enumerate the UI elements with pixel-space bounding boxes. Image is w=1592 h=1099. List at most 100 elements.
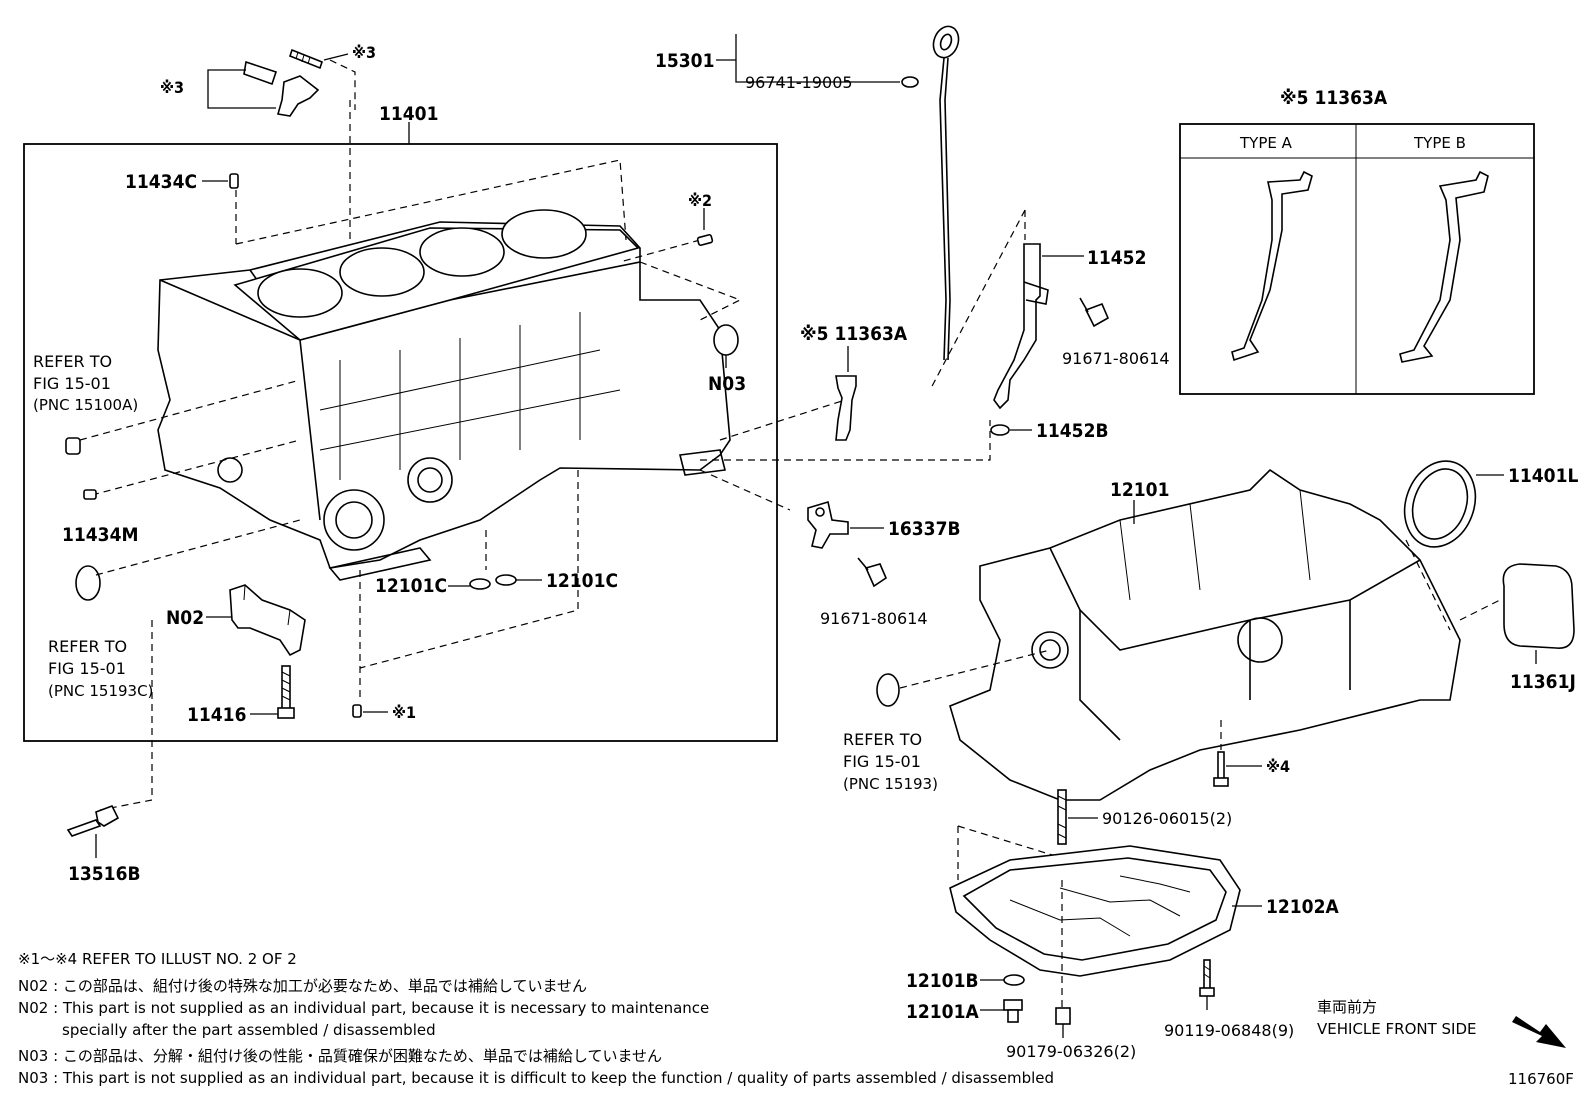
oil-seal-11401l[interactable] <box>1393 451 1487 557</box>
type-b-label: TYPE B <box>1413 134 1466 152</box>
callout-16337b[interactable]: 16337B <box>888 518 961 540</box>
direction-en: VEHICLE FRONT SIDE <box>1317 1020 1477 1038</box>
svg-text:(PNC 15193): (PNC 15193) <box>843 775 938 793</box>
svg-text:FIG 15-01: FIG 15-01 <box>48 659 126 678</box>
cylinder-bore-2 <box>339 247 425 297</box>
pin-11434m-upper[interactable] <box>65 437 81 455</box>
svg-text:FIG 15-01: FIG 15-01 <box>843 752 921 771</box>
drain-plug-12101a[interactable] <box>1003 999 1023 1023</box>
callout-15301[interactable]: 15301 <box>655 50 714 72</box>
callout-90179[interactable]: 90179-06326(2) <box>1006 1042 1136 1061</box>
o-ring-96741[interactable] <box>901 76 919 88</box>
svg-text:(PNC 15193C): (PNC 15193C) <box>48 682 153 700</box>
gasket-12101b[interactable] <box>1003 974 1025 986</box>
svg-text:(PNC 15100A): (PNC 15100A) <box>33 396 138 414</box>
footnotes: ※1～※4 REFER TO ILLUST NO. 2 OF 2 N02 : こ… <box>18 950 1054 1087</box>
front-arrow-icon <box>1512 1016 1566 1048</box>
svg-text:N03 : この部品は、分解・組付け後の性能・品質確保が困難: N03 : この部品は、分解・組付け後の性能・品質確保が困難なため、単品では補給… <box>18 1047 662 1065</box>
callout-ref2[interactable]: ※2 <box>688 191 712 210</box>
svg-text:specially after the part assem: specially after the part assembled / dis… <box>62 1021 436 1039</box>
svg-text:REFER TO: REFER TO <box>33 352 112 371</box>
bracket-16337b[interactable] <box>807 500 849 549</box>
callout-91671-b[interactable]: 91671-80614 <box>820 609 928 628</box>
callout-12101[interactable]: 12101 <box>1110 479 1169 501</box>
o-ring-right[interactable] <box>876 673 900 707</box>
callout-96741[interactable]: 96741-19005 <box>745 73 853 92</box>
sensor-fitting-left[interactable] <box>243 60 320 117</box>
bolt-11416[interactable] <box>277 665 295 719</box>
cylinder-bore-4 <box>501 209 587 259</box>
bearing-cap-n02[interactable] <box>229 584 306 657</box>
callout-11452b[interactable]: 11452B <box>1036 420 1109 442</box>
callout-ref4[interactable]: ※4 <box>1266 757 1290 776</box>
callout-11434m[interactable]: 11434M <box>62 524 138 546</box>
refer-block-15193c: REFER TO FIG 15-01 (PNC 15193C) <box>48 637 153 700</box>
oil-pan-upper-12101[interactable] <box>949 468 1461 801</box>
cylinder-block[interactable] <box>157 209 731 581</box>
cylinder-bore-3 <box>419 227 505 277</box>
callout-90126[interactable]: 90126-06015(2) <box>1102 809 1232 828</box>
figure-id: 116760F <box>1508 1070 1574 1088</box>
callout-n03[interactable]: N03 <box>708 373 746 395</box>
bolt-91671-a[interactable] <box>1079 297 1110 328</box>
callout-91671-a[interactable]: 91671-80614 <box>1062 349 1170 368</box>
callout-11361j[interactable]: 11361J <box>1510 671 1576 693</box>
nut-90179[interactable] <box>1055 1007 1071 1025</box>
callout-11363a-top[interactable]: ※5 11363A <box>1280 87 1388 109</box>
callout-11434c[interactable]: 11434C <box>125 171 197 193</box>
callout-12101a[interactable]: 12101A <box>906 1001 979 1023</box>
svg-text:REFER TO: REFER TO <box>48 637 127 656</box>
callout-11401[interactable]: 11401 <box>379 103 438 125</box>
callout-ref1[interactable]: ※1 <box>392 703 416 722</box>
svg-text:N02 : この部品は、組付け後の特殊な加工が必要なため、単: N02 : この部品は、組付け後の特殊な加工が必要なため、単品では補給していませ… <box>18 977 587 995</box>
callout-12102a[interactable]: 12102A <box>1266 896 1339 918</box>
type-a-label: TYPE A <box>1239 134 1293 152</box>
direction-jp: 車両前方 <box>1317 998 1377 1016</box>
pin-11434c[interactable] <box>229 173 239 189</box>
baffle-11363a-mid[interactable] <box>835 375 857 441</box>
svg-text:N03 : This part is not supplie: N03 : This part is not supplied as an in… <box>18 1069 1054 1087</box>
svg-text:※1～※4 REFER TO ILLUST NO. 2 O: ※1～※4 REFER TO ILLUST NO. 2 OF 2 <box>18 950 297 968</box>
callout-11363a-mid[interactable]: ※5 11363A <box>800 323 908 345</box>
pin-11434m-lower[interactable] <box>83 489 97 500</box>
callout-ref3-top[interactable]: ※3 <box>352 43 376 62</box>
baffle-type-a[interactable] <box>1231 170 1313 362</box>
refer-block-15100a: REFER TO FIG 15-01 (PNC 15100A) <box>33 352 138 414</box>
oil-level-gauge[interactable] <box>929 23 962 361</box>
baffle-type-box <box>1179 123 1535 395</box>
pin-ref1[interactable] <box>352 704 362 718</box>
callout-90119[interactable]: 90119-06848(9) <box>1164 1021 1294 1040</box>
callout-11401l[interactable]: 11401L <box>1508 465 1578 487</box>
stud-90126[interactable] <box>1057 789 1067 845</box>
cylinder-bore-1 <box>257 268 343 318</box>
callout-n02[interactable]: N02 <box>166 607 204 629</box>
callout-11416[interactable]: 11416 <box>187 704 246 726</box>
callout-12101c-left[interactable]: 12101C <box>375 575 447 597</box>
o-ring-11452b[interactable] <box>990 424 1010 436</box>
plug-n03[interactable] <box>713 324 739 356</box>
bolt-ref4[interactable] <box>1213 751 1229 787</box>
callout-ref3-left[interactable]: ※3 <box>160 78 184 97</box>
o-ring-12101c-left[interactable] <box>469 578 491 590</box>
sensor-fitting-top[interactable] <box>289 48 323 70</box>
gauge-guide-11452[interactable] <box>993 243 1049 410</box>
callout-11452[interactable]: 11452 <box>1087 247 1146 269</box>
callout-12101b[interactable]: 12101B <box>906 970 979 992</box>
cover-11361j[interactable] <box>1502 563 1575 649</box>
pin-ref2[interactable] <box>696 233 714 247</box>
baffle-type-b[interactable] <box>1399 170 1489 363</box>
refer-block-15193: REFER TO FIG 15-01 (PNC 15193) <box>843 730 938 793</box>
callout-13516b[interactable]: 13516B <box>68 863 141 885</box>
callout-12101c-right[interactable]: 12101C <box>546 570 618 592</box>
o-ring-left[interactable] <box>75 565 101 601</box>
o-ring-12101c-right[interactable] <box>495 574 517 586</box>
bolt-90119[interactable] <box>1199 959 1215 997</box>
knock-sensor-13516b[interactable] <box>66 804 120 837</box>
bolt-91671-b[interactable] <box>857 557 887 588</box>
svg-text:N02 : This part is not supplie: N02 : This part is not supplied as an in… <box>18 999 709 1017</box>
svg-text:REFER TO: REFER TO <box>843 730 922 749</box>
svg-text:FIG 15-01: FIG 15-01 <box>33 374 111 393</box>
oil-pan-lower-12102a[interactable] <box>949 845 1241 977</box>
cylinder-block-frame <box>23 143 778 742</box>
